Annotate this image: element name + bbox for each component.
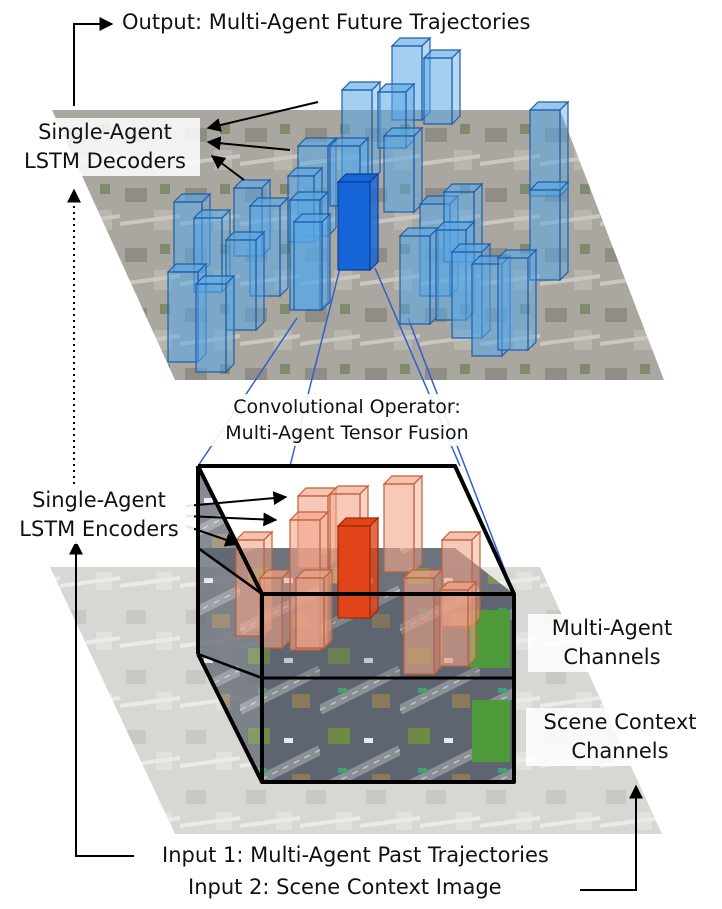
future-bar-highlight bbox=[336, 172, 380, 272]
future-bar-5 bbox=[382, 126, 424, 214]
past-bar-5 bbox=[294, 568, 334, 650]
decoders-label-line1: Single-Agent bbox=[38, 120, 172, 144]
output-arrow bbox=[73, 17, 114, 106]
future-trajectory-bars bbox=[166, 36, 570, 374]
output-label: Output: Multi-Agent Future Trajectories bbox=[122, 10, 531, 34]
encoders-label: Single-Agent LSTM Encoders bbox=[4, 486, 194, 544]
convolution-label-line2: Multi-Agent Tensor Fusion bbox=[225, 422, 469, 444]
decoders-label: Single-Agent LSTM Decoders bbox=[10, 118, 200, 176]
encoder-arrow-2 bbox=[185, 512, 278, 527]
future-bar-21 bbox=[398, 226, 440, 326]
past-bar-7 bbox=[258, 568, 292, 650]
input1-arrow bbox=[69, 540, 134, 857]
past-trajectory-bars bbox=[234, 474, 482, 676]
tensor-left-face bbox=[198, 466, 262, 782]
past-bar-highlight bbox=[336, 516, 380, 620]
decoder-arrow-1 bbox=[206, 101, 319, 132]
past-bar-10 bbox=[438, 580, 478, 668]
future-bar-25 bbox=[496, 248, 538, 352]
scene-channels-label: Scene Context Channels bbox=[526, 708, 714, 766]
scene-channels-label-line2: Channels bbox=[571, 739, 669, 763]
future-bar-26 bbox=[292, 212, 332, 312]
input2-label: Input 2: Scene Context Image bbox=[188, 875, 502, 899]
convolution-label: Convolutional Operator: Multi-Agent Tens… bbox=[200, 394, 494, 446]
decoder-arrow-2 bbox=[206, 136, 291, 151]
encoder-arrow-3 bbox=[185, 525, 240, 547]
agent-channels-label-line2: Channels bbox=[563, 645, 661, 669]
future-bar-18 bbox=[194, 274, 236, 374]
future-bar-2 bbox=[422, 48, 462, 126]
past-bar-9 bbox=[402, 568, 444, 676]
decoders-label-line2: LSTM Decoders bbox=[24, 149, 186, 173]
encoder-arrow-1 bbox=[185, 491, 288, 507]
input2-arrow bbox=[580, 784, 643, 891]
scene-channels-label-line1: Scene Context bbox=[543, 710, 697, 734]
encoders-label-line1: Single-Agent bbox=[32, 488, 166, 512]
convolution-label-line1: Convolutional Operator: bbox=[233, 396, 461, 418]
agent-channels-label: Multi-Agent Channels bbox=[528, 614, 696, 672]
encoders-label-line2: LSTM Encoders bbox=[19, 517, 179, 541]
tensor-outline bbox=[196, 464, 516, 784]
flow-arrows bbox=[67, 17, 643, 891]
input1-label: Input 1: Multi-Agent Past Trajectories bbox=[162, 843, 549, 867]
past-bar-3 bbox=[382, 474, 424, 574]
agent-channels-label-line1: Multi-Agent bbox=[551, 616, 673, 640]
future-bar-7 bbox=[528, 180, 570, 282]
decoder-arrow-3 bbox=[210, 155, 245, 181]
